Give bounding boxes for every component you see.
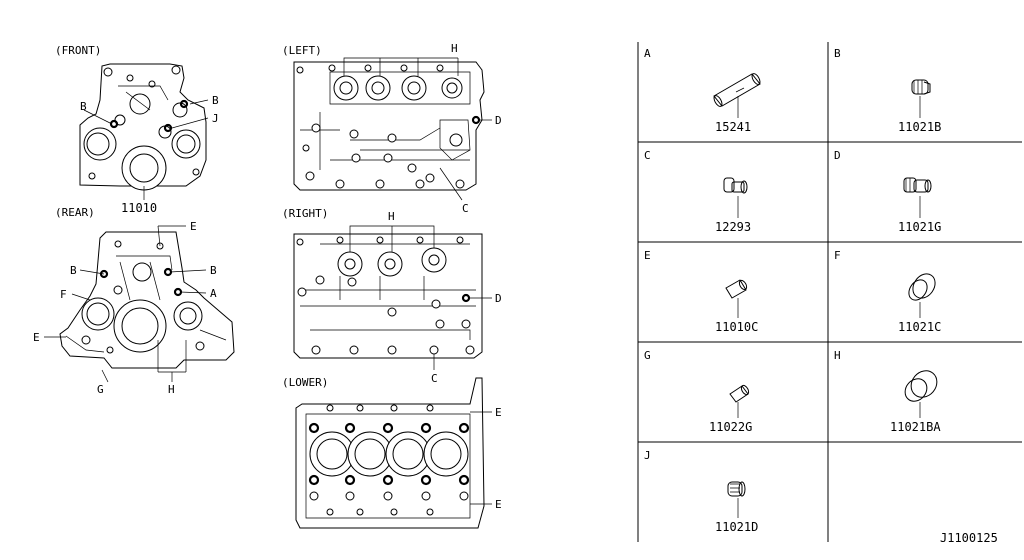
main-part-number: 11010 [121, 201, 157, 215]
right-callout-c: C [431, 372, 438, 385]
legend-letter: D [834, 149, 841, 162]
legend-letter: E [644, 249, 651, 262]
legend-letter: B [834, 47, 841, 60]
front-callout-j: J [212, 112, 219, 125]
legend-part-number: 12293 [715, 220, 751, 234]
lower-view: (LOWER) E E [282, 376, 502, 529]
legend-letter: G [644, 349, 651, 362]
left-callout-c: C [462, 202, 469, 215]
legend-cell-f: F 11021C [834, 249, 941, 334]
rear-callout-g: G [97, 383, 104, 396]
right-block-outline [293, 233, 483, 359]
right-view: (RIGHT) H D C [282, 207, 502, 385]
cap-icon [904, 370, 938, 402]
left-block-outline [293, 61, 485, 191]
dowel-pin-icon [729, 384, 750, 403]
front-callout-b2: B [212, 94, 219, 107]
left-callout-h: H [451, 42, 458, 55]
legend-part-number: 11021BA [890, 420, 941, 434]
plug-icon [903, 177, 932, 193]
lower-callout-e2: E [495, 498, 502, 511]
view-label-left: (LEFT) [282, 44, 322, 57]
legend-letter: C [644, 149, 651, 162]
rear-block-outline [59, 231, 235, 369]
plug-icon [911, 79, 931, 95]
rear-callout-b2: B [210, 264, 217, 277]
left-view: (LEFT) H D C [282, 42, 502, 215]
cap-icon [908, 273, 936, 301]
lower-callout-e1: E [495, 406, 502, 419]
legend-cell-h: H 11021BA [834, 349, 941, 434]
dowel-pin-icon [713, 73, 761, 107]
legend-part-number: 11021C [898, 320, 941, 334]
front-block-outline [79, 63, 207, 187]
front-view: (FRONT) B B J 11010 [55, 44, 219, 215]
legend-cell-j: J 11021D [644, 449, 758, 534]
view-label-right: (RIGHT) [282, 207, 328, 220]
view-label-rear: (REAR) [55, 206, 95, 219]
right-callout-h: H [388, 210, 395, 223]
dowel-pin-icon [725, 279, 748, 299]
legend-part-number: 15241 [715, 120, 751, 134]
rear-callout-a: A [210, 287, 217, 300]
rear-callout-f: F [60, 288, 67, 301]
legend-part-number: 11021G [898, 220, 941, 234]
view-label-lower: (LOWER) [282, 376, 328, 389]
legend-part-number: 11021B [898, 120, 941, 134]
left-callout-d: D [495, 114, 502, 127]
front-callout-b1: B [80, 100, 87, 113]
legend-cell-c: C 12293 [644, 149, 751, 234]
diagram-id: J1100125 [940, 531, 998, 545]
plug-icon [727, 481, 746, 497]
rear-callout-e2: E [33, 331, 40, 344]
legend-part-number: 11021D [715, 520, 758, 534]
rear-callout-e1: E [190, 220, 197, 233]
rear-view: (REAR) E B B A F E [33, 206, 235, 396]
right-callout-d: D [495, 292, 502, 305]
view-label-front: (FRONT) [55, 44, 101, 57]
rear-callout-b1: B [70, 264, 77, 277]
jet-icon [723, 177, 748, 194]
legend-letter: A [644, 47, 651, 60]
legend-part-number: 11010C [715, 320, 758, 334]
lower-block-outline [295, 377, 485, 529]
legend-cell-a: A 15241 [644, 47, 761, 134]
legend-cell-e: E 11010C [644, 249, 758, 334]
rear-callout-h: H [168, 383, 175, 396]
legend-cell-g: G 11022G [644, 349, 752, 434]
legend-letter: H [834, 349, 841, 362]
legend-cell-b: B 11021B [834, 47, 941, 134]
legend-part-number: 11022G [709, 420, 752, 434]
legend-letter: F [834, 249, 841, 262]
legend-cell-d: D 11021G [834, 149, 941, 234]
parts-legend: A 15241 B 11021B C [637, 42, 1022, 542]
legend-letter: J [644, 449, 651, 462]
